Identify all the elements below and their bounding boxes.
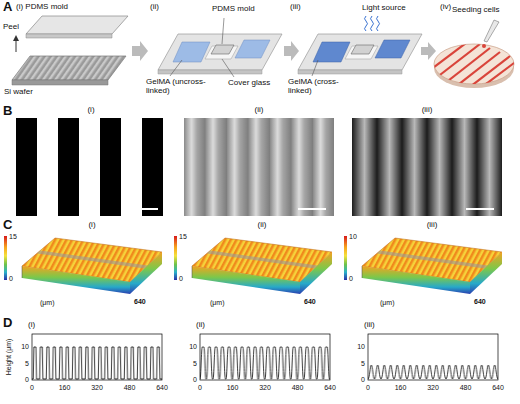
colorbar-tick: 15 — [179, 233, 187, 241]
step-label: (ii) — [150, 3, 159, 12]
axis-tick: 480 — [460, 384, 472, 392]
micrograph — [184, 118, 334, 216]
part-label: PDMS mold — [212, 5, 255, 14]
light-waves — [365, 16, 380, 31]
si-wafer — [12, 56, 126, 85]
panel-label: (ii) — [196, 321, 205, 330]
axis-tick: 0 — [30, 384, 34, 392]
micrograph — [16, 118, 166, 216]
glass-slide — [298, 34, 422, 74]
axis-tick: 0 — [361, 376, 365, 384]
axis-tick: 640 — [156, 384, 168, 392]
part-label: Cover glass — [228, 79, 270, 88]
surface-plot — [4, 236, 162, 294]
colorbar-tick: 10 — [349, 233, 357, 241]
axis-tick: 160 — [227, 384, 239, 392]
step-label: (iii) — [290, 3, 301, 12]
height-profile — [32, 334, 162, 380]
step-arrow — [421, 42, 436, 60]
panel-label: (iii) — [422, 106, 433, 115]
part-label: Si wafer — [4, 88, 33, 97]
axis-tick: 640 — [304, 298, 316, 306]
leader-line — [170, 60, 182, 76]
scale-bar — [130, 208, 158, 210]
panel-letter: B — [3, 104, 12, 118]
scale-bar — [298, 208, 326, 210]
part-label: GelMA (uncross-linked) — [146, 78, 220, 96]
axis-tick: 640 — [474, 298, 486, 306]
part-label: GelMA (cross-linked) — [288, 78, 354, 96]
panel-label: (ii) — [258, 221, 267, 230]
panel-letter: C — [3, 218, 12, 232]
axis-tick: 5 — [193, 360, 197, 368]
step-note: Peel — [3, 23, 19, 32]
axis-tick: 0 — [25, 376, 29, 384]
panel-label: (ii) — [255, 106, 264, 115]
pdms-mold — [211, 45, 234, 54]
colorbar-tick: 15 — [9, 233, 17, 241]
colorbar-tick: 0 — [349, 275, 353, 283]
gelma-crosslinked — [313, 40, 410, 62]
height-profile — [200, 334, 330, 380]
axis-tick: 5 — [25, 360, 29, 368]
gelma-uncrosslinked — [173, 40, 270, 62]
axis-tick: 5 — [361, 360, 365, 368]
axis-unit: (μm) — [210, 299, 225, 307]
pipette — [482, 20, 499, 48]
axis-tick: 480 — [124, 384, 136, 392]
step-arrow — [284, 41, 299, 61]
axis-tick: 480 — [292, 384, 304, 392]
peel-arrow — [16, 38, 17, 52]
axis-tick: 0 — [366, 384, 370, 392]
step-arrow — [132, 41, 148, 61]
part-label: Light source — [362, 4, 406, 13]
axis-tick: 640 — [324, 384, 336, 392]
axis-unit: (μm) — [380, 299, 395, 307]
panel-label: (i) — [28, 321, 35, 330]
axis-tick: 0 — [198, 384, 202, 392]
height-profile — [368, 334, 498, 380]
axis-title: Height (μm) — [5, 339, 13, 376]
leader-line — [312, 60, 318, 76]
axis-tick: 160 — [59, 384, 71, 392]
axis-tick: 0 — [193, 376, 197, 384]
axis-tick: 640 — [134, 298, 146, 306]
axis-tick: 10 — [189, 343, 197, 351]
panel-label: (iii) — [364, 321, 375, 330]
step-label: (i) PDMS mold — [16, 3, 68, 12]
step-label: (iv) — [440, 3, 451, 12]
culture-dish — [430, 40, 518, 90]
leader-line — [222, 59, 234, 77]
panel-label: (iii) — [427, 221, 438, 230]
pdms-mold — [26, 16, 128, 38]
colorbar-tick: 0 — [179, 275, 183, 283]
panel-label: (i) — [87, 106, 94, 115]
colorbar-tick: 0 — [9, 275, 13, 283]
axis-tick: 320 — [427, 384, 439, 392]
axis-unit: (μm) — [40, 299, 55, 307]
panel-label: (i) — [88, 221, 95, 230]
axis-tick: 320 — [91, 384, 103, 392]
scale-bar — [466, 208, 494, 210]
micrograph — [352, 118, 502, 216]
axis-tick: 160 — [395, 384, 407, 392]
axis-tick: 10 — [21, 343, 29, 351]
surface-plot — [174, 236, 332, 294]
surface-plot — [344, 236, 502, 294]
axis-tick: 640 — [492, 384, 504, 392]
part-label: Seeding cells — [452, 6, 500, 15]
axis-tick: 320 — [259, 384, 271, 392]
glass-slide — [158, 34, 282, 74]
leader-line — [222, 18, 224, 44]
panel-letter: A — [3, 0, 12, 14]
axis-tick: 10 — [357, 343, 365, 351]
panel-letter: D — [3, 316, 12, 330]
